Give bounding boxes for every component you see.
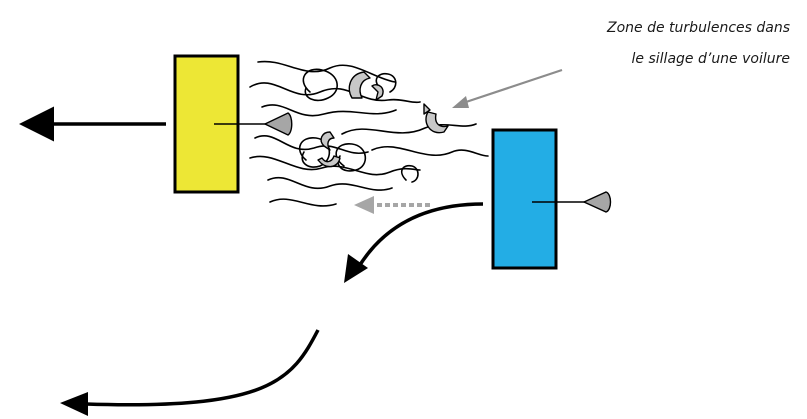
keel-triangle-icon	[582, 191, 612, 213]
annotation-pointer-arrow	[465, 68, 563, 104]
turbulence-caption-line-1: Zone de turbulences dans	[607, 20, 790, 36]
eddy-loop-3	[335, 143, 367, 172]
wake-line-7	[249, 155, 421, 176]
eddy-loop-2	[298, 137, 331, 168]
curved-swirl-icon	[317, 155, 341, 168]
turbulence-swirls	[317, 71, 449, 168]
lower-course-arrow	[85, 329, 320, 407]
curved-swirl-icon	[320, 131, 335, 151]
curved-swirl-icon	[371, 84, 384, 101]
wake-line-8	[267, 176, 393, 191]
curved-swirl-icon	[423, 103, 431, 115]
eddy-loop-5	[400, 164, 419, 183]
wake-line-5	[254, 135, 369, 154]
trailing-sail	[491, 128, 558, 270]
wake-line-4	[341, 123, 477, 135]
wake-line-3	[261, 104, 397, 117]
wake-line-2	[249, 82, 421, 104]
keel-triangle-icon	[263, 112, 293, 136]
eddy-loop-4	[375, 72, 397, 93]
blocked-course-arrow-head	[354, 196, 374, 214]
bear-away-arrow	[356, 202, 484, 269]
turbulence-caption-line-2: le sillage d’une voilure	[631, 51, 790, 67]
curved-swirl-icon	[425, 111, 449, 134]
wake-line-6	[371, 145, 489, 157]
annotation-pointer-head	[452, 96, 469, 108]
wake-line-1	[257, 60, 396, 83]
turbulence-zone	[249, 60, 489, 207]
bear-away-arrow-head	[344, 254, 368, 283]
wake-line-9	[269, 198, 337, 207]
curved-swirl-icon	[348, 71, 371, 99]
eddy-loop-1	[302, 68, 338, 102]
lower-course-arrow-head	[60, 392, 88, 416]
